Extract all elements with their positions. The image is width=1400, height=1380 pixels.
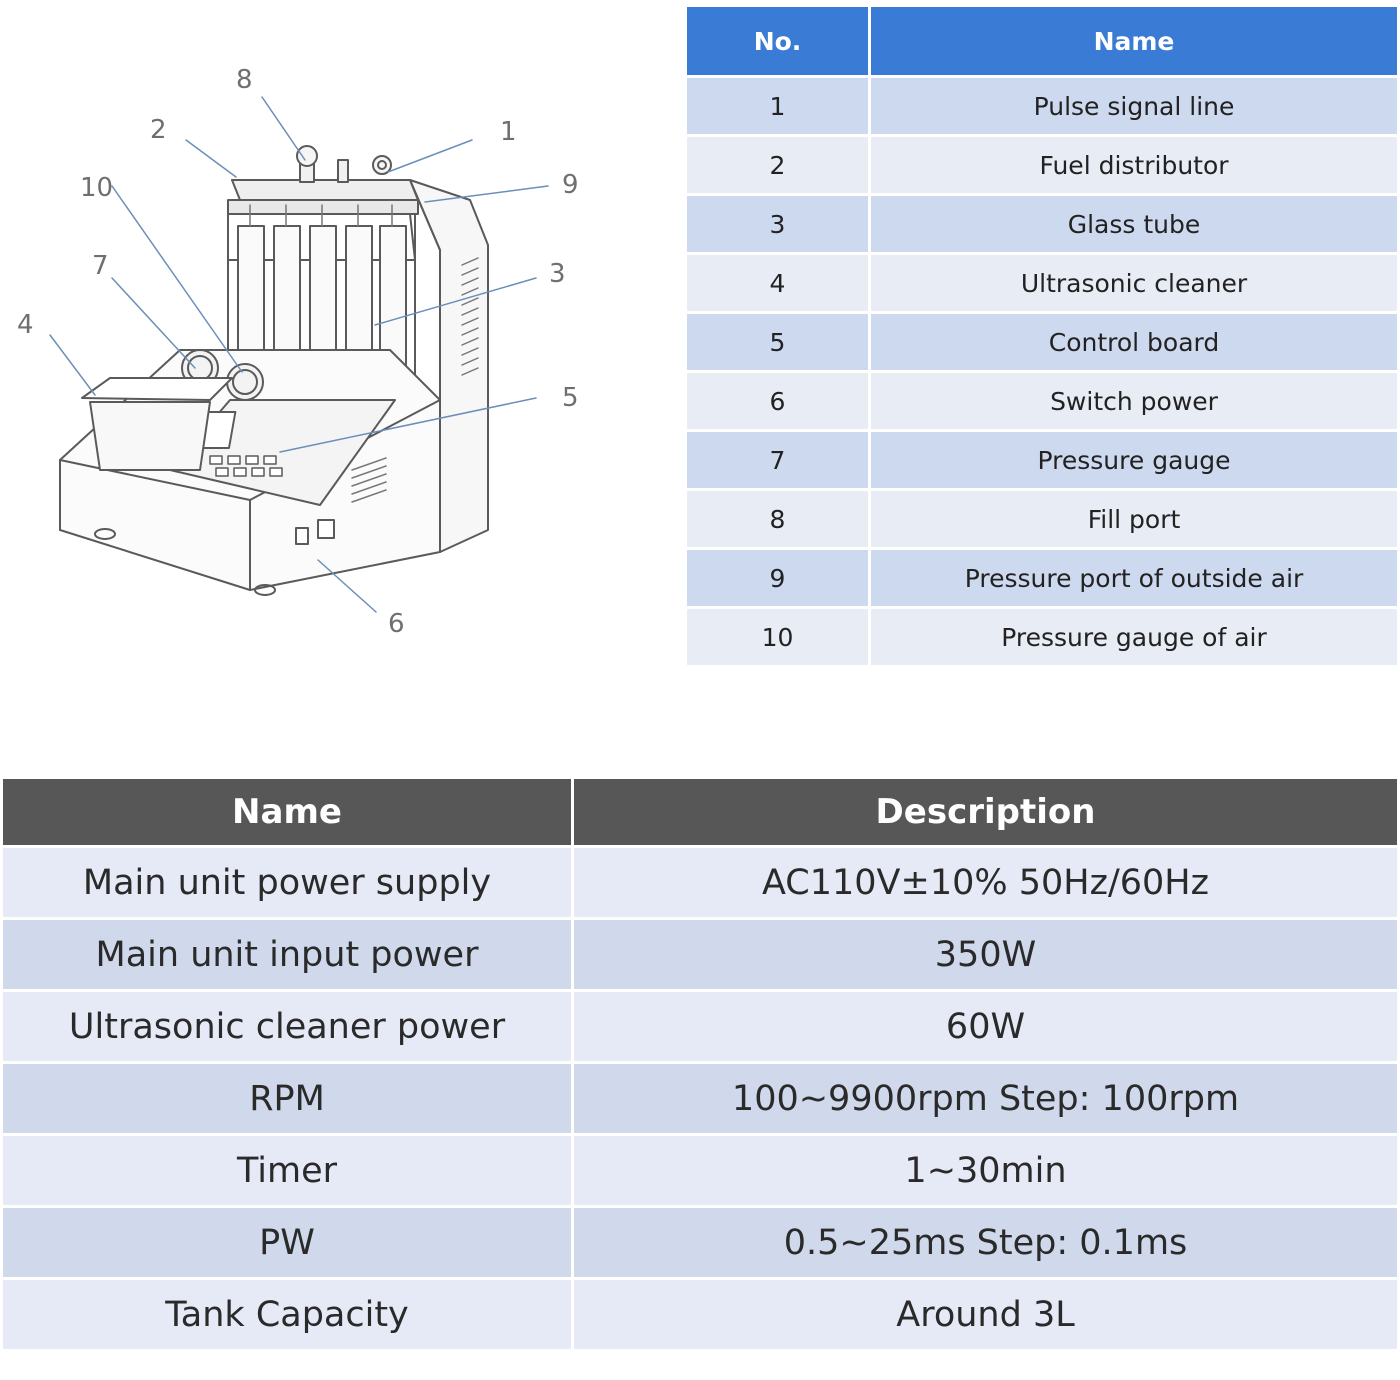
part-name: Switch power bbox=[868, 370, 1400, 432]
spec-name: Ultrasonic cleaner power bbox=[0, 989, 574, 1064]
specs-header-row: Name Description bbox=[0, 776, 1400, 848]
callout-1: 1 bbox=[500, 117, 517, 147]
part-name: Ultrasonic cleaner bbox=[868, 252, 1400, 314]
callout-8: 8 bbox=[236, 65, 253, 95]
spec-description: Around 3L bbox=[571, 1277, 1400, 1352]
machine-diagram: 8 2 1 10 9 7 3 4 5 6 bbox=[0, 0, 675, 700]
part-name: Glass tube bbox=[868, 193, 1400, 255]
leader-1 bbox=[387, 139, 473, 173]
callout-labels: 8 2 1 10 9 7 3 4 5 6 bbox=[17, 65, 579, 639]
spec-name: Timer bbox=[0, 1133, 574, 1208]
part-number: 8 bbox=[684, 488, 871, 550]
spec-name: Main unit power supply bbox=[0, 845, 574, 920]
leader-2 bbox=[185, 139, 237, 178]
spec-name: RPM bbox=[0, 1061, 574, 1136]
part-name: Pressure gauge of air bbox=[868, 606, 1400, 668]
spec-description: 1~30min bbox=[571, 1133, 1400, 1208]
part-name: Fuel distributor bbox=[868, 134, 1400, 196]
leader-3 bbox=[374, 277, 537, 326]
spec-name: PW bbox=[0, 1205, 574, 1280]
spec-description: 0.5~25ms Step: 0.1ms bbox=[571, 1205, 1400, 1280]
spec-description: 100~9900rpm Step: 100rpm bbox=[571, 1061, 1400, 1136]
part-number: 5 bbox=[684, 311, 871, 373]
callout-7: 7 bbox=[92, 251, 109, 281]
part-number: 9 bbox=[684, 547, 871, 609]
leader-5 bbox=[279, 397, 537, 453]
spec-description: 350W bbox=[571, 917, 1400, 992]
specs-header-description: Description bbox=[571, 776, 1400, 848]
machine-illustration: 8 2 1 10 9 7 3 4 5 6 bbox=[17, 65, 579, 639]
leader-7 bbox=[111, 277, 196, 369]
part-name: Control board bbox=[868, 311, 1400, 373]
callout-4: 4 bbox=[17, 310, 34, 340]
part-number: 3 bbox=[684, 193, 871, 255]
part-number: 7 bbox=[684, 429, 871, 491]
parts-header-row: No. Name bbox=[684, 4, 1400, 78]
spec-name: Tank Capacity bbox=[0, 1277, 574, 1352]
part-number: 10 bbox=[684, 606, 871, 668]
leader-9 bbox=[424, 185, 549, 203]
spec-name: Main unit input power bbox=[0, 917, 574, 992]
part-number: 2 bbox=[684, 134, 871, 196]
part-number: 1 bbox=[684, 75, 871, 137]
spec-description: 60W bbox=[571, 989, 1400, 1064]
callout-2: 2 bbox=[150, 115, 167, 145]
part-name: Fill port bbox=[868, 488, 1400, 550]
leader-8 bbox=[261, 96, 306, 161]
callout-3: 3 bbox=[549, 259, 566, 289]
spec-description: AC110V±10% 50Hz/60Hz bbox=[571, 845, 1400, 920]
specs-header-name: Name bbox=[0, 776, 574, 848]
part-name: Pressure gauge bbox=[868, 429, 1400, 491]
part-number: 4 bbox=[684, 252, 871, 314]
callout-6: 6 bbox=[388, 609, 405, 639]
leader-4 bbox=[49, 334, 96, 396]
callout-10: 10 bbox=[80, 173, 113, 203]
part-name: Pulse signal line bbox=[868, 75, 1400, 137]
leader-6 bbox=[317, 559, 377, 613]
parts-header-name: Name bbox=[868, 4, 1400, 78]
leader-10 bbox=[111, 185, 243, 373]
part-number: 6 bbox=[684, 370, 871, 432]
callout-9: 9 bbox=[562, 170, 579, 200]
parts-header-no: No. bbox=[684, 4, 871, 78]
callout-5: 5 bbox=[562, 383, 579, 413]
part-name: Pressure port of outside air bbox=[868, 547, 1400, 609]
